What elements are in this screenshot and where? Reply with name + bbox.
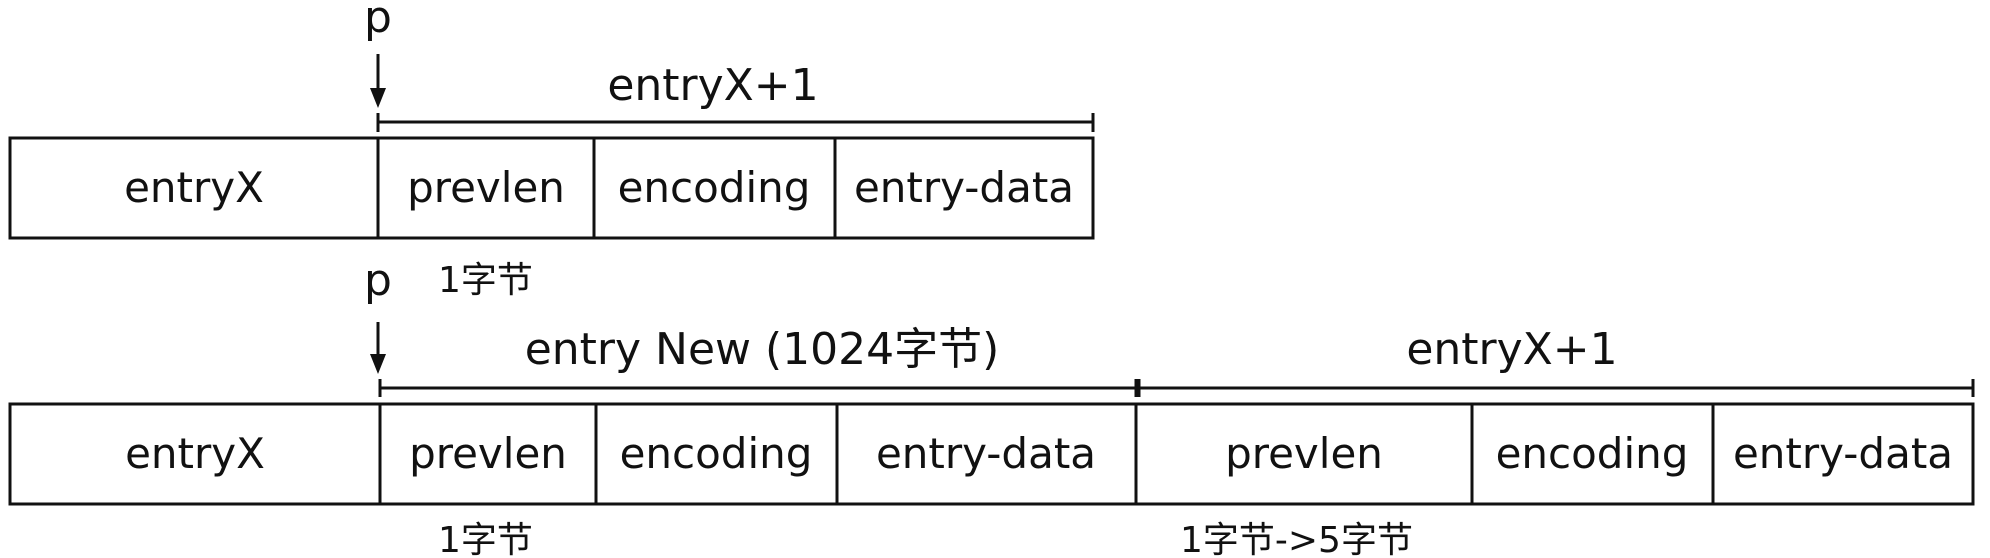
- prevlen-size-note: 1字节: [438, 260, 533, 301]
- row-2-cells: entryX prevlen encoding entry-data prevl…: [8, 402, 1975, 506]
- cell-prevlen-label: prevlen: [409, 429, 567, 478]
- pointer-p-arrowhead: [370, 354, 386, 374]
- diagram-1: p entryX+1 entryX prevlen encoding entry…: [8, 0, 1095, 301]
- cell-entry-data: [833, 136, 1095, 240]
- bracket-label-entryx1: entryX+1: [607, 60, 818, 111]
- cell-next-entry-data-label: entry-data: [1733, 429, 1953, 478]
- cell-prevlen: [378, 402, 598, 506]
- pointer-p-label: p: [364, 255, 392, 306]
- bracket-label-entry-new: entry New (1024字节): [525, 324, 1000, 375]
- cell-entry-data-label: entry-data: [876, 429, 1096, 478]
- cell-next-entry-data: [1711, 402, 1975, 506]
- cell-next-prevlen-label: prevlen: [1225, 429, 1383, 478]
- cell-entry-data-label: entry-data: [854, 163, 1074, 212]
- next-prevlen-size-note: 1字节->5字节: [1180, 520, 1413, 558]
- bracket-label-entryx1: entryX+1: [1406, 324, 1617, 375]
- cell-encoding: [592, 136, 837, 240]
- cell-entryx: [8, 402, 382, 506]
- cell-next-encoding: [1470, 402, 1715, 506]
- cell-prevlen-label: prevlen: [407, 163, 565, 212]
- cell-encoding-label: encoding: [618, 163, 811, 212]
- pointer-p-label: p: [364, 0, 392, 43]
- cell-next-prevlen: [1134, 402, 1474, 506]
- cell-next-encoding-label: encoding: [1496, 429, 1689, 478]
- cell-entryx: [8, 136, 380, 240]
- cell-encoding: [594, 402, 839, 506]
- diagram-2: p entry New (1024字节) entryX+1 entryX pre…: [8, 255, 1975, 558]
- pointer-p-arrowhead: [370, 88, 386, 108]
- cell-entryx-label: entryX: [125, 429, 265, 478]
- cell-prevlen: [376, 136, 596, 240]
- bracket-entryx1: [1137, 379, 1975, 397]
- bracket-entryx1: [376, 113, 1095, 132]
- prevlen-size-note: 1字节: [438, 520, 533, 558]
- row-1-cells: entryX prevlen encoding entry-data: [8, 136, 1095, 240]
- bracket-entry-new: [378, 379, 1138, 397]
- cell-entryx-label: entryX: [124, 163, 264, 212]
- cell-encoding-label: encoding: [620, 429, 813, 478]
